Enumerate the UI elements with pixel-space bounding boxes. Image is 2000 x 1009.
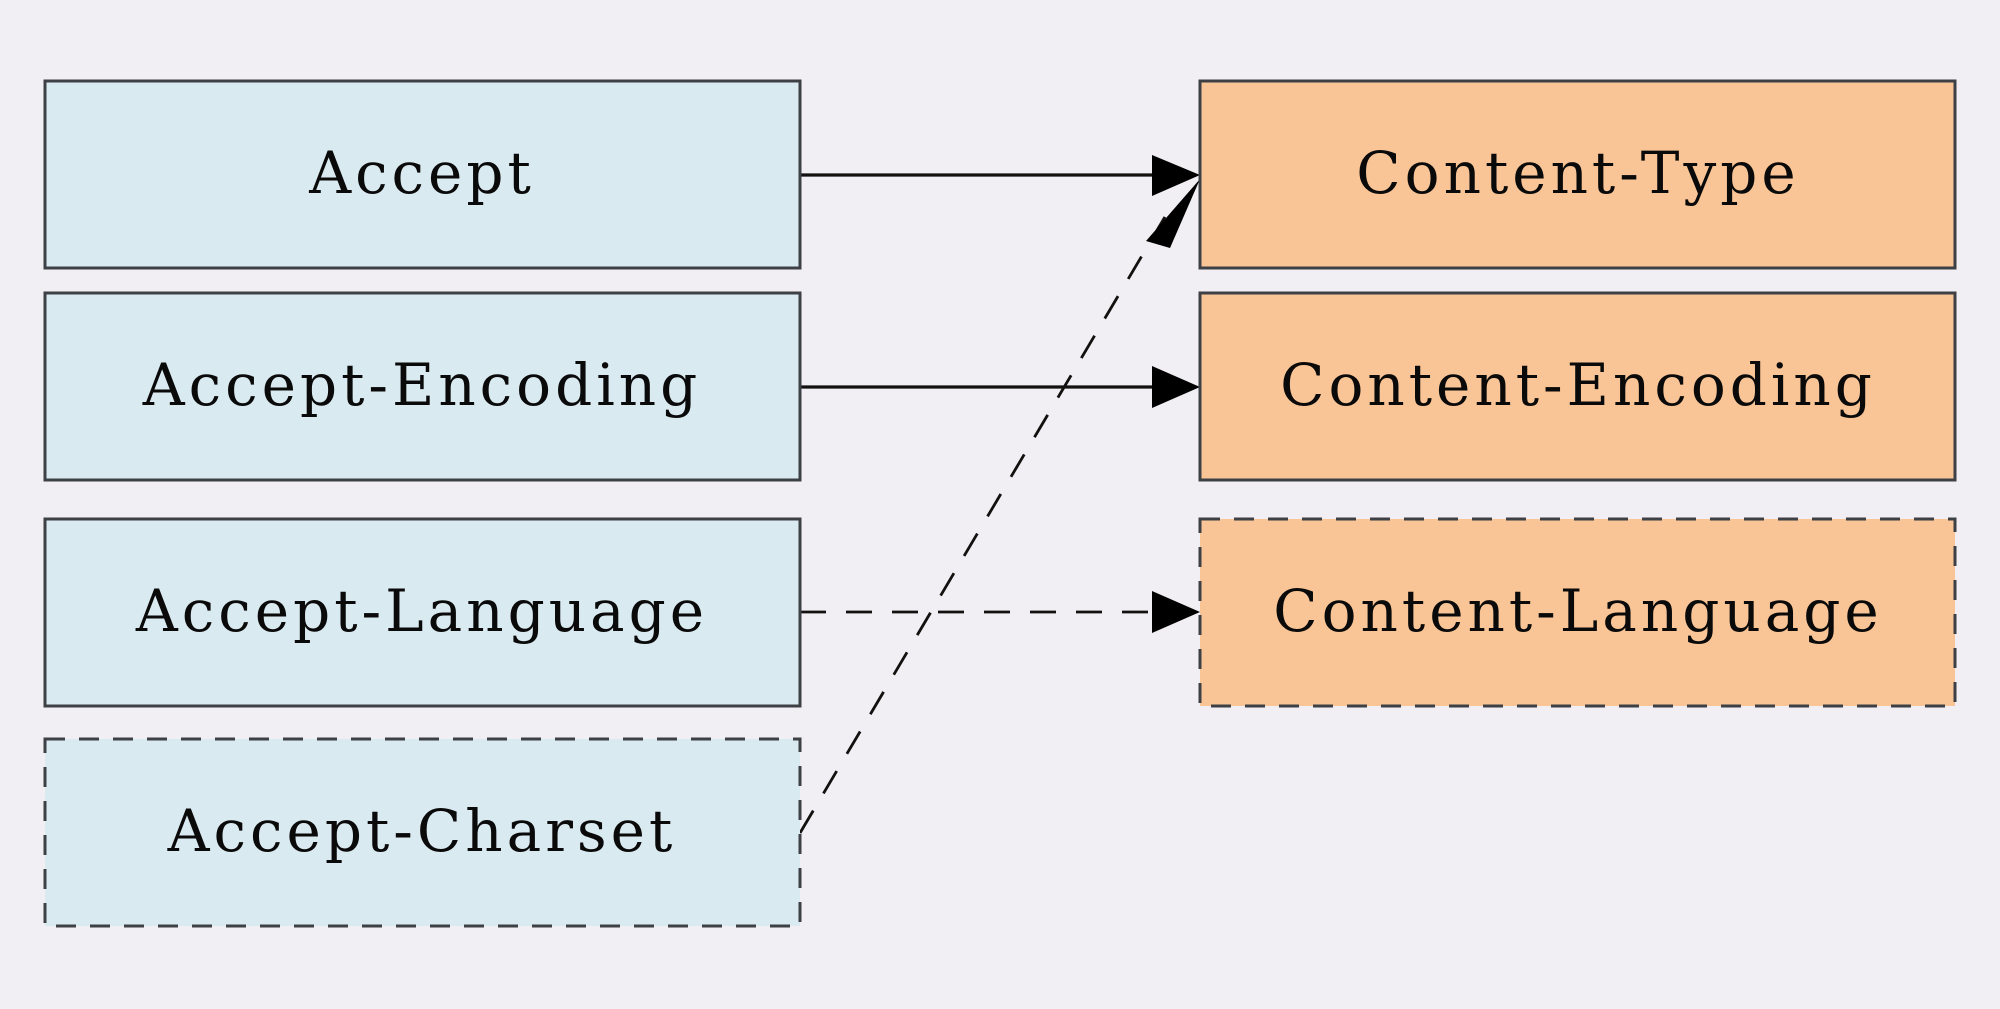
node-accept-charset-box[interactable] xyxy=(43,737,802,928)
edge-accept-encoding-to-content-encoding xyxy=(800,366,1200,408)
edge-accept-language-to-content-language xyxy=(800,591,1200,633)
node-accept-label: Accept xyxy=(308,139,535,207)
node-content-language[interactable]: Content-Language xyxy=(1198,517,1957,708)
node-accept-language-box[interactable] xyxy=(43,517,802,708)
node-accept-charset[interactable]: Accept-Charset xyxy=(43,737,802,928)
node-content-type-label: Content-Type xyxy=(1356,139,1799,207)
edge-accept-charset-to-content-type xyxy=(798,179,1200,834)
arrow-head-content-type-secondary xyxy=(1146,179,1200,248)
edge-line-accept-charset-content-type xyxy=(798,204,1174,834)
node-accept-box[interactable] xyxy=(43,79,802,270)
node-accept[interactable]: Accept xyxy=(43,79,802,270)
edge-accept-to-content-type xyxy=(800,155,1200,196)
node-content-encoding[interactable]: Content-Encoding xyxy=(1198,291,1957,482)
node-content-encoding-label: Content-Encoding xyxy=(1280,351,1876,419)
node-content-type-box[interactable] xyxy=(1198,79,1957,270)
node-content-language-box[interactable] xyxy=(1198,517,1957,708)
node-accept-language-label: Accept-Language xyxy=(135,577,708,645)
node-content-language-label: Content-Language xyxy=(1273,577,1883,645)
node-content-type[interactable]: Content-Type xyxy=(1198,79,1957,270)
node-accept-encoding[interactable]: Accept-Encoding xyxy=(43,291,802,482)
node-accept-encoding-box[interactable] xyxy=(43,291,802,482)
arrow-head-content-type-primary xyxy=(1152,155,1200,196)
node-accept-charset-label: Accept-Charset xyxy=(167,797,677,865)
arrow-head-content-language xyxy=(1152,591,1200,633)
node-accept-encoding-label: Accept-Encoding xyxy=(142,351,701,419)
node-content-encoding-box[interactable] xyxy=(1198,291,1957,482)
node-accept-language[interactable]: Accept-Language xyxy=(43,517,802,708)
arrow-head-content-encoding xyxy=(1152,366,1200,408)
